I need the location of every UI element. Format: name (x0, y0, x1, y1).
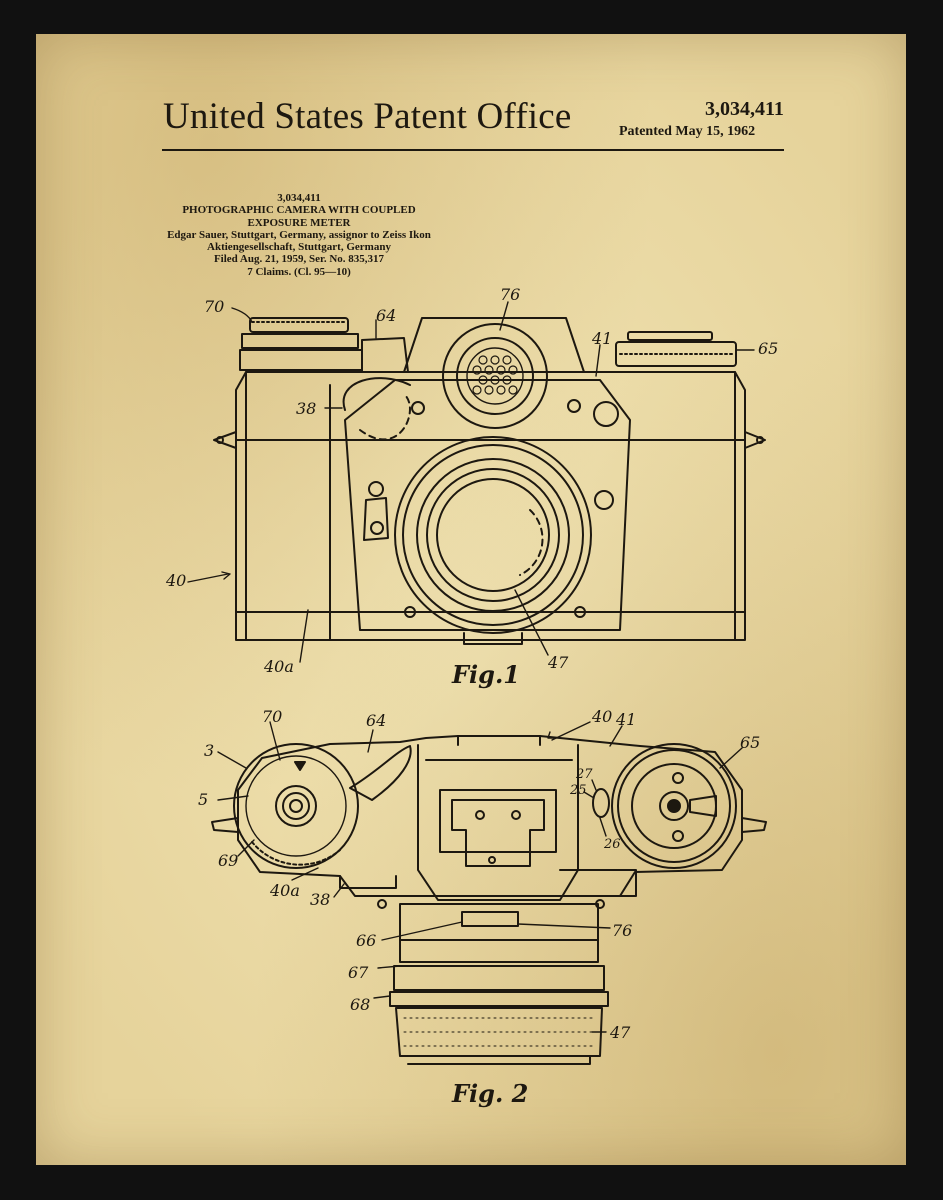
fig2-label-66: 66 (356, 931, 376, 950)
fig2-label-3: 3 (204, 741, 214, 760)
fig2-label-41: 41 (615, 710, 636, 729)
fig1-label-76: 76 (500, 285, 520, 304)
abstract-inventor: Edgar Sauer, Stuttgart, Germany, assigno… (167, 228, 431, 241)
fig2-camera-top (211, 721, 767, 1065)
abstract-title-2: EXPOSURE METER (247, 216, 351, 229)
fig2-label-65: 65 (740, 733, 760, 752)
fig2-label-38: 38 (310, 890, 330, 909)
fig1-label-38: 38 (296, 399, 316, 418)
header-rule (162, 149, 784, 151)
fig2-label-70: 70 (262, 707, 282, 726)
patent-date: Patented May 15, 1962 (619, 124, 756, 139)
fig1-camera-front (187, 301, 766, 663)
abstract-claims: 7 Claims. (Cl. 95—10) (247, 265, 351, 278)
abstract-number: 3,034,411 (277, 192, 321, 204)
fig2-label-40: 40 (591, 707, 612, 726)
fig2-label-64: 64 (366, 711, 386, 730)
abstract-assignee: Aktiengesellschaft, Stuttgart, Germany (207, 241, 391, 254)
fig2-label-76: 76 (612, 921, 632, 940)
fig1-label-40: 40 (165, 571, 186, 590)
fig2-label-69: 69 (218, 851, 238, 870)
patent-number: 3,034,411 (705, 98, 784, 120)
office-title: United States Patent Office (163, 96, 572, 137)
fig1-caption: Fig.1 (451, 660, 520, 689)
fig1-label-64: 64 (376, 306, 396, 325)
fig2-label-26: 26 (603, 837, 621, 852)
fig1-label-70: 70 (204, 297, 224, 316)
fig2-label-67: 67 (348, 963, 369, 982)
fig1-label-65: 65 (758, 339, 778, 358)
fig2-label-25: 25 (569, 783, 587, 798)
fig2-label-27: 27 (575, 767, 593, 782)
abstract-title-1: PHOTOGRAPHIC CAMERA WITH COUPLED (182, 204, 416, 217)
patent-sheet (36, 34, 906, 1165)
fig1-label-41: 41 (591, 329, 612, 348)
fig2-label-47: 47 (609, 1023, 631, 1042)
fig1-label-40a: 40a (263, 657, 294, 676)
abstract-filed: Filed Aug. 21, 1959, Ser. No. 835,317 (213, 253, 385, 266)
fig2-caption: Fig. 2 (451, 1079, 528, 1108)
fig2-label-5: 5 (198, 790, 208, 809)
fig2-label-40a: 40a (269, 881, 300, 900)
fig1-label-47: 47 (547, 653, 569, 672)
abstract-block: 3,034,411 PHOTOGRAPHIC CAMERA WITH COUPL… (155, 192, 443, 278)
fig2-label-68: 68 (350, 995, 370, 1014)
